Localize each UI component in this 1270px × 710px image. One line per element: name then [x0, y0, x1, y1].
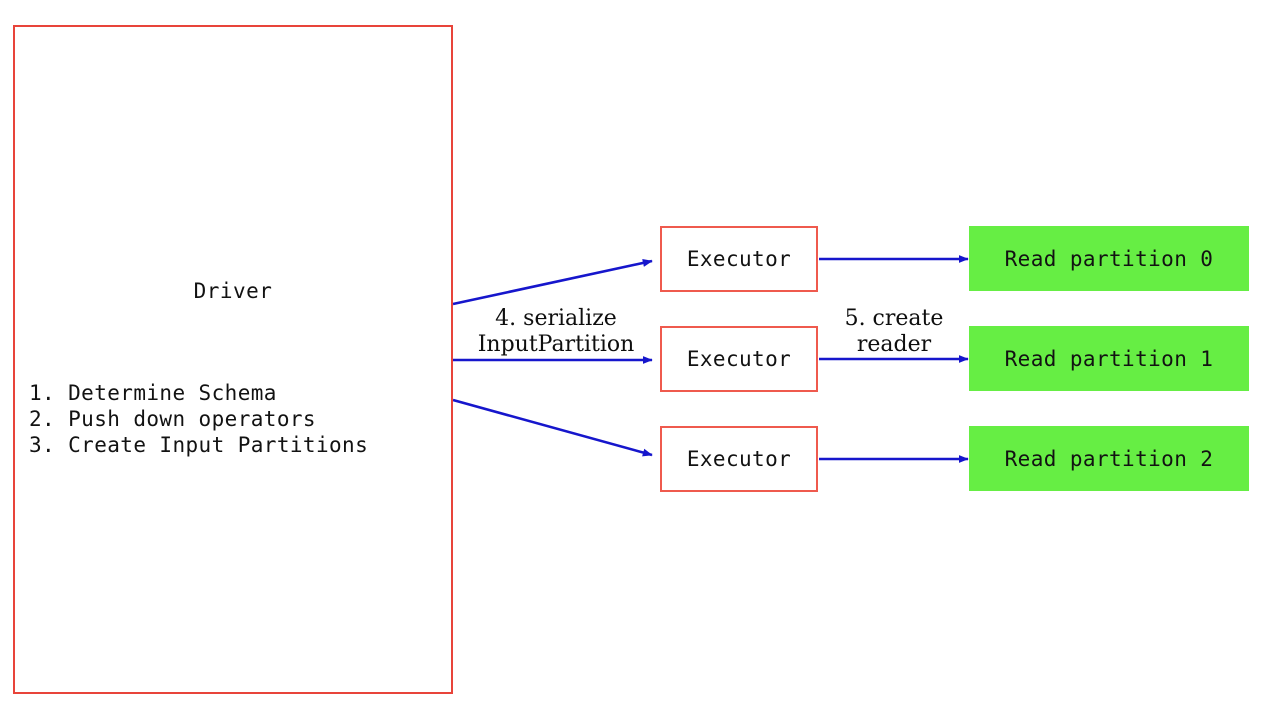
read-partition-box-0: Read partition 0 [969, 226, 1249, 291]
edge-label-serialize-input-partition: 4. serialize InputPartition [477, 306, 635, 357]
executor-box-1: Executor [660, 226, 818, 292]
driver-title: Driver [193, 279, 273, 303]
executor-box-3: Executor [660, 426, 818, 492]
read-partition-label-0: Read partition 0 [1004, 246, 1214, 271]
read-partition-label-2: Read partition 2 [1004, 446, 1214, 471]
arrow-driver-to-executor-3 [452, 398, 653, 457]
edge-label-create-reader: 5. create reader [844, 306, 944, 357]
executor-label-2: Executor [686, 347, 792, 371]
executor-label-3: Executor [686, 447, 792, 471]
read-partition-box-2: Read partition 2 [969, 426, 1249, 491]
executor-label-1: Executor [686, 247, 792, 271]
read-partition-label-1: Read partition 1 [1004, 346, 1214, 371]
driver-box: Driver 1. Determine Schema 2. Push down … [13, 25, 453, 694]
read-partition-box-1: Read partition 1 [969, 326, 1249, 391]
arrow-driver-to-executor-1 [452, 259, 653, 306]
driver-steps-list: 1. Determine Schema 2. Push down operato… [29, 381, 369, 457]
executor-box-2: Executor [660, 326, 818, 392]
